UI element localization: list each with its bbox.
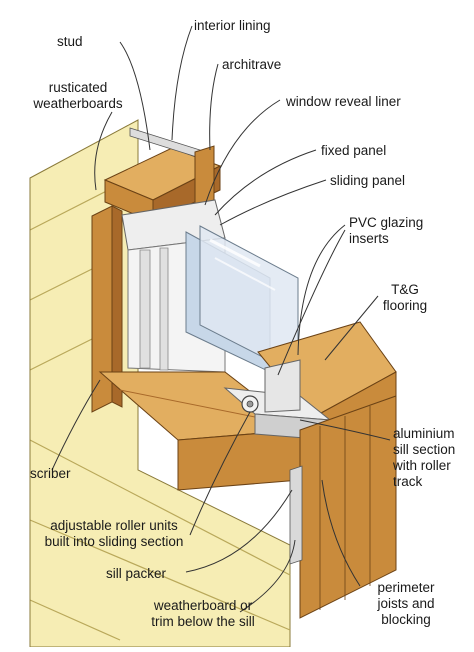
leader-weatherboard-trim [239,539,296,613]
sill-packer [289,465,303,565]
label-window-reveal-liner: window reveal liner [286,94,401,109]
label-roller-units-line2: built into sliding section [44,534,184,549]
leader-roller-units [189,411,251,536]
label-fixed-panel: fixed panel [321,143,387,158]
label-roller-units-line1: adjustable roller units [50,518,178,533]
leader-stud [119,41,151,151]
label-tg-flooring-line1: T&G [391,282,419,297]
leader-interior-lining [171,25,193,141]
leader-tg-flooring [324,295,379,361]
leader-perimeter-joists [321,479,361,587]
leader-sliding-panel [219,179,327,226]
label-aluminium-sill-line3: with roller [393,458,451,473]
label-scriber: scriber [30,466,71,481]
leader-rusticated-weatherboards [94,111,113,191]
leader-sill-packer [185,489,293,573]
label-pvc-glazing-inserts-line2: inserts [349,231,389,246]
leader-scriber [51,379,101,471]
label-perimeter-joists-line2: joists and [377,596,435,611]
label-pvc-glazing-inserts: PVC glazing inserts [349,215,423,247]
leader-aluminium-sill [299,419,391,441]
label-aluminium-sill-section: aluminium sill section with roller track [393,426,455,490]
label-perimeter-joists-and-blocking: perimeter joists and blocking [366,580,446,628]
label-tg-flooring: T&G flooring [365,282,445,314]
label-perimeter-joists-line1: perimeter [377,580,435,595]
label-architrave: architrave [222,57,282,72]
label-rusticated-weatherboards-line2: weatherboards [33,96,123,111]
leader-window-reveal-liner [204,99,281,206]
label-weatherboard-trim-line2: trim below the sill [151,614,255,629]
scriber-strip [91,205,123,413]
label-aluminium-sill-line1: aluminium [393,426,455,441]
label-aluminium-sill-line4: track [393,474,423,489]
label-adjustable-roller-units: adjustable roller units built into slidi… [20,518,208,550]
label-rusticated-weatherboards-line1: rusticated [48,80,108,95]
leader-fixed-panel [214,149,317,216]
label-pvc-glazing-inserts-line1: PVC glazing [349,215,424,230]
label-rusticated-weatherboards: rusticated weatherboards [28,80,128,112]
label-interior-lining: interior lining [194,18,271,33]
leader-pvc-glazing-inserts-2 [277,229,346,376]
label-sliding-panel: sliding panel [330,173,406,188]
label-perimeter-joists-line3: blocking [381,612,431,627]
leader-pvc-glazing-inserts [297,224,346,356]
label-sill-packer: sill packer [106,566,167,581]
label-tg-flooring-line2: flooring [382,298,428,313]
label-weatherboard-or-trim: weatherboard or trim below the sill [128,598,278,630]
label-weatherboard-trim-line1: weatherboard or [153,598,253,613]
label-aluminium-sill-line2: sill section [393,442,456,457]
label-stud: stud [57,34,83,49]
leader-architrave [209,63,219,151]
leader-lines [51,25,391,613]
aluminium-sill-section [223,359,332,441]
